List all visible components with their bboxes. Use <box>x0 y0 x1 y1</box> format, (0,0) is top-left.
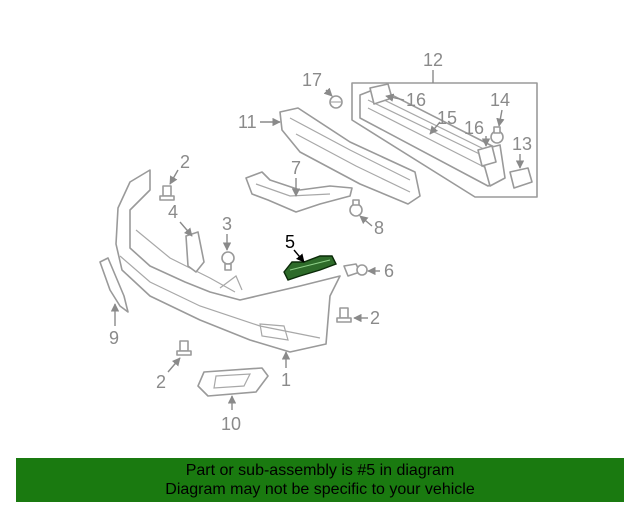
leader-lines <box>110 87 525 410</box>
part-4-bracket[interactable] <box>185 231 205 273</box>
callout-7: 7 <box>291 158 301 178</box>
part-10-fog-light-bezel[interactable] <box>197 367 269 397</box>
callout-12: 12 <box>423 50 443 70</box>
part-11-energy-absorber[interactable] <box>279 107 421 205</box>
callout-3: 3 <box>222 214 232 234</box>
part-1-bumper-cover[interactable] <box>115 169 341 353</box>
part-16-bracket-right[interactable] <box>477 145 497 167</box>
callout-10: 10 <box>221 414 241 434</box>
callout-2-top: 2 <box>180 152 190 172</box>
callout-13: 13 <box>512 134 532 154</box>
callout-9: 9 <box>109 328 119 348</box>
part-5-bracket-highlighted[interactable] <box>283 255 337 281</box>
callout-8: 8 <box>374 218 384 238</box>
callout-2-lower: 2 <box>156 372 166 392</box>
info-banner: Part or sub-assembly is #5 in diagram Di… <box>16 458 624 502</box>
part-8-screw[interactable] <box>349 199 363 217</box>
parts-diagram: 12 17 16 14 11 15 16 13 2 7 4 3 8 5 6 2 … <box>99 50 538 434</box>
banner-line-1: Part or sub-assembly is #5 in diagram <box>185 462 455 479</box>
callout-11: 11 <box>238 112 257 132</box>
part-6-screw[interactable] <box>343 263 368 277</box>
part-7-upper-bracket[interactable] <box>245 171 353 213</box>
part-2-bolt-lower[interactable] <box>176 340 192 356</box>
callout-16a: 16 <box>406 90 426 110</box>
callout-4: 4 <box>168 202 178 222</box>
banner-line-2: Diagram may not be specific to your vehi… <box>165 481 475 498</box>
callout-6: 6 <box>384 261 394 281</box>
callout-15: 15 <box>437 108 457 128</box>
part-13-clip[interactable] <box>509 167 533 189</box>
part-17-bolt[interactable] <box>329 95 343 109</box>
callout-14: 14 <box>490 90 510 110</box>
callout-1: 1 <box>281 370 291 390</box>
callout-2-right: 2 <box>370 308 380 328</box>
callout-16b: 16 <box>464 118 484 138</box>
callout-17: 17 <box>302 70 322 90</box>
callout-5: 5 <box>285 232 295 252</box>
part-12-assembly-frame <box>351 70 538 198</box>
part-14-bolt[interactable] <box>490 126 504 144</box>
part-2-bolt-right[interactable] <box>336 307 352 323</box>
part-3-clip[interactable] <box>221 251 235 271</box>
part-2-bolt-top[interactable] <box>159 185 175 201</box>
part-9-side-bracket[interactable] <box>99 257 129 313</box>
